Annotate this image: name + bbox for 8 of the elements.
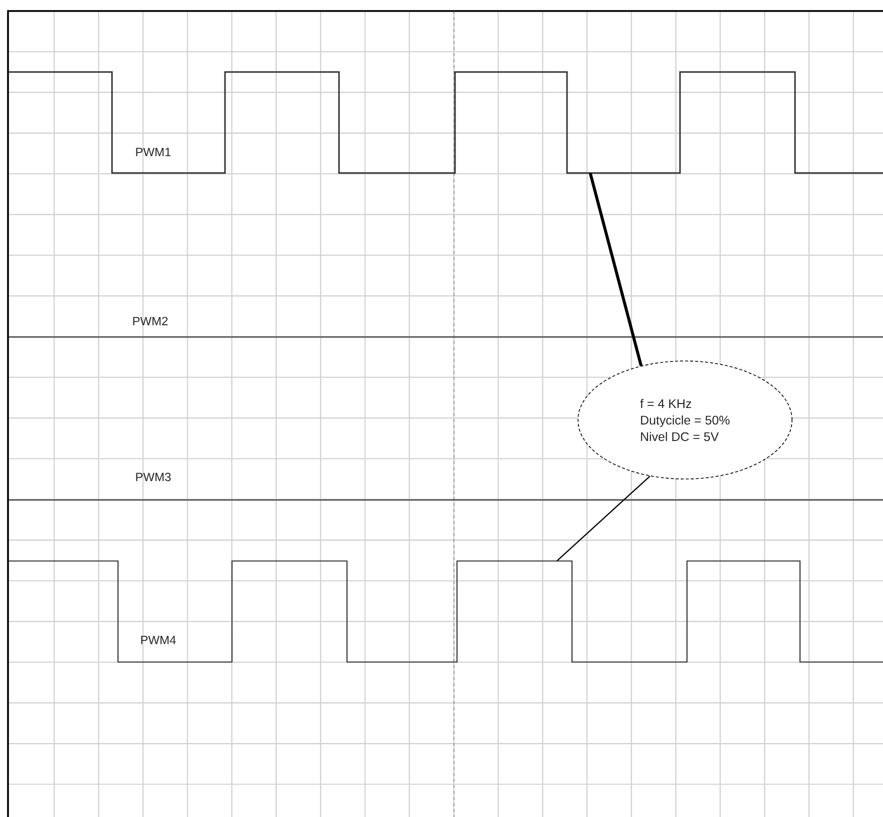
signal-label: PWM4 (141, 636, 176, 644)
signal-label: PWM1 (136, 148, 171, 156)
signal-label: PWM2 (133, 316, 168, 326)
leader-line (556, 476, 650, 562)
square-waveform (9, 71, 883, 174)
signal-label: PWM3 (136, 472, 171, 482)
leader-line (588, 172, 643, 366)
square-waveform (9, 560, 883, 663)
